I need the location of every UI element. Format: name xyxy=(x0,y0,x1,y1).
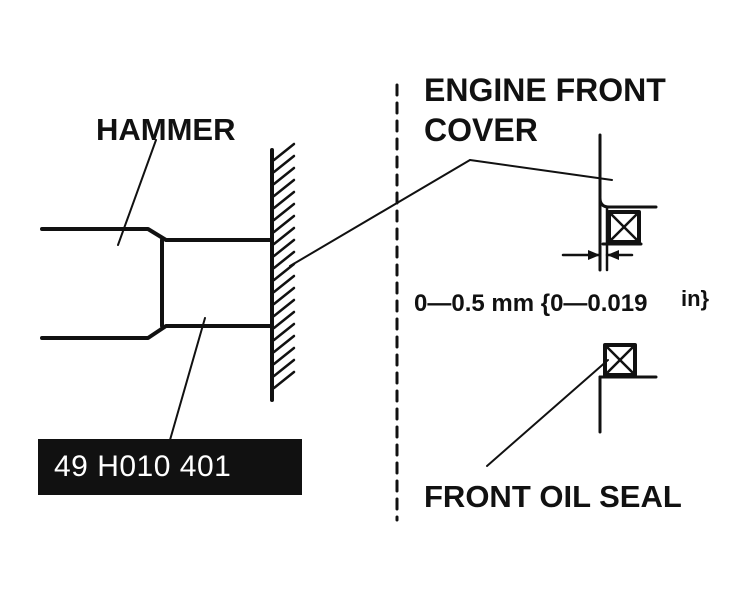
hatch-line xyxy=(272,310,296,330)
engine-front-cover-label-line2: COVER xyxy=(424,112,538,148)
hatch-line xyxy=(272,178,296,198)
hatch-line xyxy=(272,358,296,378)
upper-seal-detail xyxy=(561,133,658,272)
hatch-line xyxy=(272,166,296,186)
hatch-line xyxy=(272,322,296,342)
hatch-line xyxy=(272,334,296,354)
part-number-box: 49 H010 401 xyxy=(38,439,302,495)
hatch-line xyxy=(272,202,296,222)
hatch-line xyxy=(272,250,296,270)
hatch-line xyxy=(272,214,296,234)
hammer-outline xyxy=(40,227,274,340)
hammer-label: HAMMER xyxy=(96,112,236,147)
hatch-line xyxy=(272,286,296,306)
clearance-dimension-label: 0—0.5 mm {0—0.019 xyxy=(414,290,648,317)
hatch-line xyxy=(272,226,296,246)
leader-lines xyxy=(117,139,613,467)
dimension-arrowheads xyxy=(588,250,619,260)
part-number-text: 49 H010 401 xyxy=(54,450,232,483)
hatch-line xyxy=(272,346,296,366)
hatch-line xyxy=(272,274,296,294)
hatch-line xyxy=(272,154,296,174)
front-oil-seal-label: FRONT OIL SEAL xyxy=(424,479,682,514)
hatch-line xyxy=(272,190,296,210)
hatch-line xyxy=(272,238,296,258)
engine-front-cover-label-line1: ENGINE FRONT xyxy=(424,72,666,108)
lower-seal-detail xyxy=(598,343,658,434)
hatch-line xyxy=(272,298,296,318)
hatch-line xyxy=(272,370,296,390)
hatch-line xyxy=(272,142,296,162)
wall-hatching xyxy=(270,142,296,402)
clearance-unit-label: in} xyxy=(681,286,710,311)
